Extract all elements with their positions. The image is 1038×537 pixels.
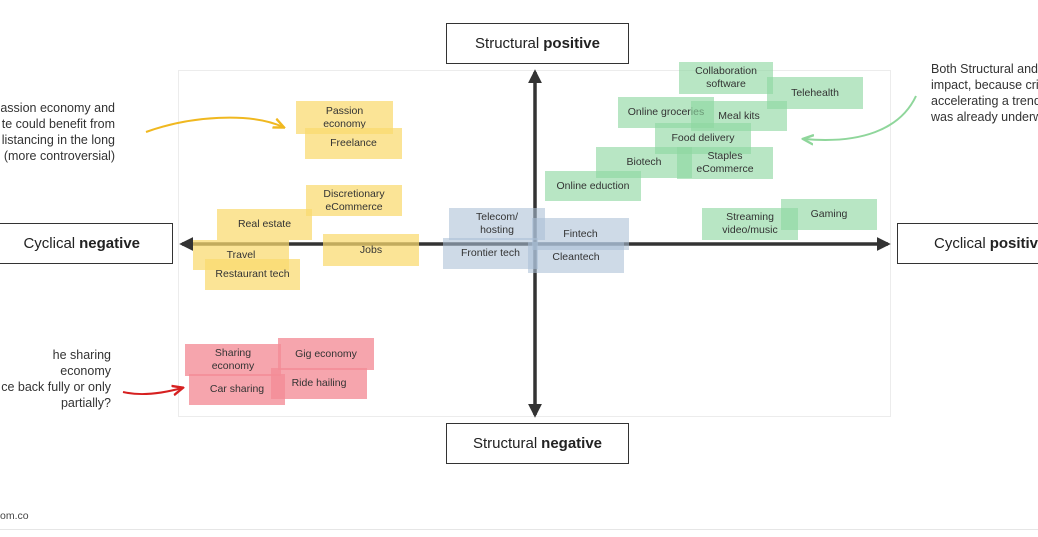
axis-label-bold: positive	[989, 235, 1038, 252]
red-arrow	[122, 388, 182, 394]
footer-url: om.co	[0, 510, 29, 522]
note-line: ce back fully or only	[1, 380, 111, 394]
green-arrow	[804, 95, 917, 140]
note-line: he sharing economy	[52, 348, 111, 378]
sticky-sharing-economy: Sharing economy	[185, 344, 281, 376]
axis-label-prefix: Cyclical	[934, 235, 986, 252]
sticky-collaboration-software: Collaboration software	[679, 62, 773, 94]
sticky-car-sharing: Car sharing	[189, 374, 285, 405]
axis-label-bold: positive	[543, 35, 600, 52]
sticky-staples-ecommerce: Staples eCommerce	[677, 147, 773, 179]
sticky-cleantech: Cleantech	[528, 242, 624, 273]
note-line: impact, because cri	[931, 78, 1038, 92]
note-line: accelerating a trend	[931, 94, 1038, 108]
sticky-telecom-hosting: Telecom/ hosting	[449, 208, 545, 240]
sticky-discretionary-ecommerce: Discretionary eCommerce	[306, 185, 402, 216]
note-line: te could benefit from	[1, 117, 115, 131]
sticky-freelance: Freelance	[305, 128, 402, 159]
note-line: listancing in the long	[1, 133, 115, 147]
sticky-gig-economy: Gig economy	[278, 338, 374, 370]
axis-label-prefix: Cyclical	[23, 235, 76, 252]
note-line: Both Structural and	[931, 62, 1038, 76]
axis-label-prefix: Structural	[475, 35, 540, 52]
sticky-restaurant-tech: Restaurant tech	[205, 259, 300, 290]
yellow-arrow	[145, 116, 283, 133]
note-line: partially?	[60, 396, 111, 410]
sticky-jobs: Jobs	[323, 234, 419, 266]
note-passion-economy: assion economy and te could benefit from…	[0, 100, 115, 164]
note-line: (more controversial)	[3, 149, 115, 163]
axis-label-bold: negative	[79, 235, 140, 252]
sticky-gaming: Gaming	[781, 199, 877, 230]
sticky-real-estate: Real estate	[217, 209, 312, 240]
axis-label-prefix: Structural	[472, 435, 538, 452]
note-line: assion economy and	[0, 101, 115, 115]
footer-divider	[0, 529, 1038, 530]
sticky-ride-hailing: Ride hailing	[271, 368, 367, 399]
note-structural-cyclical: Both Structural and impact, because cri …	[931, 61, 1038, 125]
note-line: was already underw	[931, 110, 1038, 124]
axis-label-bold: negative	[541, 435, 603, 452]
sticky-frontier-tech: Frontier tech	[443, 238, 538, 269]
axis-label-cyclical-positive: Cyclicalpositive	[897, 223, 1038, 264]
note-sharing-economy: he sharing economy ce back fully or only…	[0, 347, 111, 411]
sticky-online-eduction: Online eduction	[545, 171, 641, 201]
